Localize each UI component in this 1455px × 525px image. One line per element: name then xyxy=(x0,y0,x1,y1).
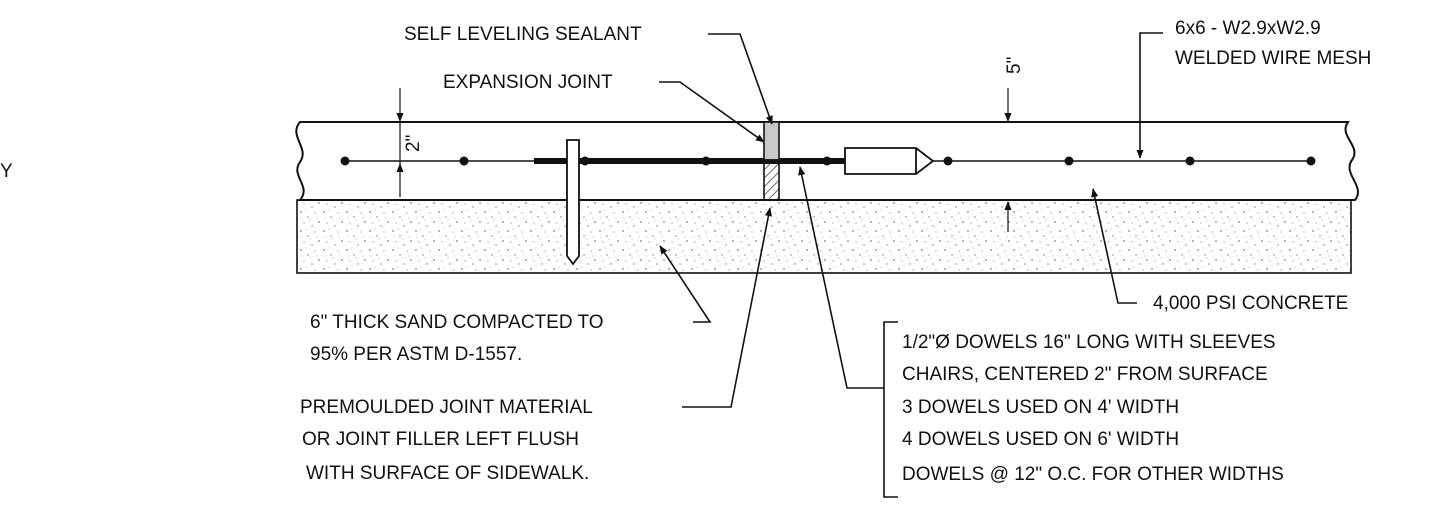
premoulded-label-line2: OR JOINT FILLER LEFT FLUSH xyxy=(302,429,579,450)
sand-base xyxy=(296,199,1352,274)
mesh-label-line1: 6x6 - W2.9xW2.9 xyxy=(1175,18,1321,39)
sand-label-line2: 95% PER ASTM D-1557. xyxy=(310,344,522,365)
premoulded-joint-filler xyxy=(763,159,780,201)
dowels-note-line1: 1/2"Ø DOWELS 16" LONG WITH SLEEVES xyxy=(902,332,1276,353)
two-inch-dimension-text: 2" xyxy=(403,135,424,152)
mesh-label-line2: WELDED WIRE MESH xyxy=(1175,48,1371,69)
premoulded-label-line3: WITH SURFACE OF SIDEWALK. xyxy=(306,463,589,484)
dowel-chair-stake xyxy=(566,139,580,266)
dowel-bar xyxy=(534,158,845,164)
dowels-note-line2: CHAIRS, CENTERED 2" FROM SURFACE xyxy=(902,364,1268,385)
dowels-note-line3: 3 DOWELS USED ON 4' WIDTH xyxy=(902,397,1179,418)
self-leveling-sealant-label: SELF LEVELING SEALANT xyxy=(404,24,642,45)
sand-label-line1: 6" THICK SAND COMPACTED TO xyxy=(310,312,604,333)
five-inch-dimension-text: 5" xyxy=(1004,57,1025,74)
edge-mark-text: Y xyxy=(0,161,13,182)
concrete-label: 4,000 PSI CONCRETE xyxy=(1153,293,1348,314)
self-leveling-sealant xyxy=(763,121,780,161)
dowels-note-line4: 4 DOWELS USED ON 6' WIDTH xyxy=(902,429,1179,450)
dowels-note-line5: DOWELS @ 12" O.C. FOR OTHER WIDTHS xyxy=(902,464,1284,485)
premoulded-label-line1: PREMOULDED JOINT MATERIAL xyxy=(300,397,593,418)
expansion-joint-label: EXPANSION JOINT xyxy=(443,72,613,93)
dowel-sleeve xyxy=(844,147,935,175)
leader-lines xyxy=(659,32,1163,498)
